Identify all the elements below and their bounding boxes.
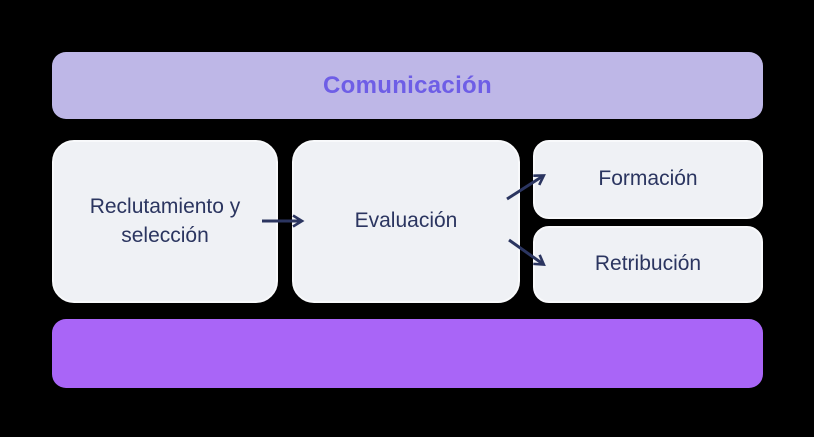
communication-banner-label: Comunicación xyxy=(323,71,492,99)
node-retribucion-label: Retribución xyxy=(594,252,702,276)
node-formacion-label: Formación xyxy=(598,167,698,191)
bottom-bar xyxy=(52,319,763,388)
node-evaluacion-label: Evaluación xyxy=(354,209,458,233)
node-reclutamiento-label: Reclutamiento y selección xyxy=(89,195,241,247)
communication-banner: Comunicación xyxy=(52,52,763,119)
node-evaluacion: Evaluación xyxy=(292,140,520,303)
node-formacion: Formación xyxy=(533,140,763,219)
node-reclutamiento-y-seleccion: Reclutamiento y selección xyxy=(52,140,278,303)
node-retribucion: Retribución xyxy=(533,226,763,303)
